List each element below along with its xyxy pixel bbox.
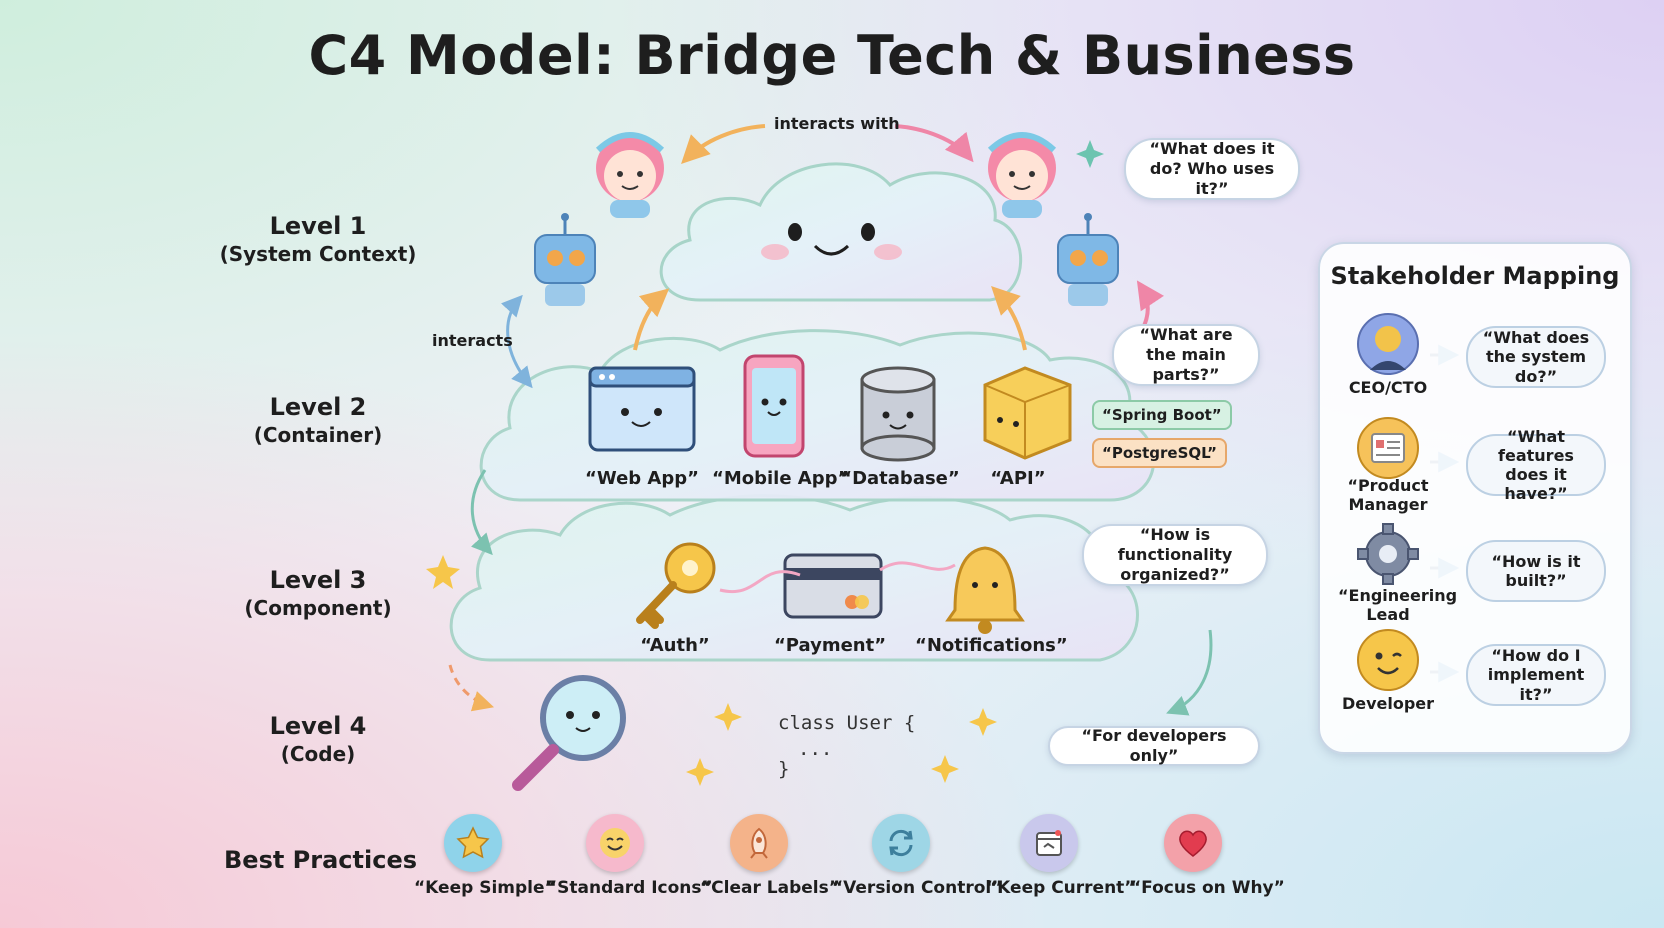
mobile-app-icon: [743, 354, 805, 458]
heart-icon: [1164, 814, 1222, 872]
question-bubble-l1: “What does it do? Who uses it?”: [1124, 138, 1300, 200]
stakeholder-panel: Stakeholder Mapping CEO/CTO “What does t…: [1318, 242, 1632, 754]
tech-tag: “Spring Boot”: [1092, 400, 1232, 430]
sparkle-icon: [426, 555, 997, 786]
stakeholder-role: “Product Manager: [1347, 476, 1429, 515]
web-app-icon: [588, 366, 696, 452]
container-caption: “Mobile App”: [712, 468, 850, 489]
component-caption: “Payment”: [773, 635, 887, 656]
person-right-icon: [987, 132, 1057, 218]
practice-keep-simple: [444, 814, 502, 872]
practice-keep-current: [1020, 814, 1078, 872]
level-name: Level 4: [269, 712, 367, 740]
container-caption: “Database”: [840, 468, 960, 489]
smiley-icon: [586, 814, 644, 872]
stakeholder-title: Stakeholder Mapping: [1330, 262, 1620, 290]
level-2-label: Level 2 (Container): [188, 393, 448, 447]
star-icon: [444, 814, 502, 872]
practice-label: “Standard Icons”: [546, 878, 713, 898]
stakeholder-role: “Engineering Lead: [1338, 586, 1458, 625]
level1-cloud: [659, 162, 1023, 302]
robot-right-icon: [1057, 213, 1119, 306]
question-bubble-l4: “For developers only”: [1048, 726, 1260, 766]
level-1-label: Level 1 (System Context): [188, 212, 448, 266]
stakeholder-role: Developer: [1341, 694, 1435, 713]
person-left-icon: [595, 132, 665, 218]
question-bubble-l3: “How is functionality organized?”: [1082, 524, 1268, 586]
stakeholder-question: “What does the system do?”: [1466, 326, 1606, 388]
level-name: Level 1: [269, 212, 367, 240]
container-caption: “Web App”: [585, 468, 699, 489]
credit-card-icon: [783, 553, 883, 619]
practice-version-control: [872, 814, 930, 872]
code-line-2: ...: [798, 738, 833, 760]
key-icon: [636, 542, 716, 629]
smiley-icon: [1357, 629, 1419, 691]
calendar-icon: [1020, 814, 1078, 872]
practice-label: “Keep Current”: [986, 878, 1136, 898]
level-sub: (Code): [280, 742, 356, 766]
interacts-label: interacts: [432, 331, 513, 350]
document-icon: [1357, 417, 1419, 479]
level-name: Level 2: [269, 393, 367, 421]
robot-left-icon: [534, 213, 596, 306]
page-title: C4 Model: Bridge Tech & Business: [308, 24, 1356, 87]
code-line-3: }: [778, 758, 790, 780]
practice-label: “Clear Labels”: [700, 878, 840, 898]
level-4-label: Level 4 (Code): [188, 712, 448, 766]
practice-clear-labels: [730, 814, 788, 872]
practice-focus-on-why: [1164, 814, 1222, 872]
bell-icon: [945, 546, 1025, 634]
practice-standard-icons: [586, 814, 644, 872]
level-sub: (Container): [253, 423, 383, 447]
interacts-with-label: interacts with: [774, 114, 900, 133]
level-3-label: Level 3 (Component): [188, 566, 448, 620]
component-caption: “Notifications”: [915, 635, 1068, 656]
tech-tag: “PostgreSQL”: [1092, 438, 1227, 468]
practice-label: “Focus on Why”: [1130, 878, 1285, 898]
api-cube-icon: [983, 366, 1072, 460]
gear-icon: [1357, 523, 1419, 585]
magnifier-icon: [512, 675, 626, 791]
refresh-icon: [872, 814, 930, 872]
container-caption: “API”: [990, 468, 1046, 489]
stakeholder-question: “How do I implement it?”: [1466, 644, 1606, 706]
level-sub: (System Context): [219, 242, 417, 266]
question-bubble-l2: “What are the main parts?”: [1112, 324, 1260, 386]
level-name: Level 3: [269, 566, 367, 594]
rocket-icon: [730, 814, 788, 872]
database-icon: [860, 366, 936, 462]
component-caption: “Auth”: [640, 635, 710, 656]
ceo-avatar-icon: [1357, 313, 1419, 375]
stakeholder-question: “How is it built?”: [1466, 540, 1606, 602]
stakeholder-question: “What features does it have?”: [1466, 427, 1606, 503]
code-line-1: class User {: [778, 712, 916, 734]
stakeholder-role: CEO/CTO: [1348, 378, 1428, 397]
practice-label: “Version Control”: [832, 878, 1003, 898]
level-sub: (Component): [244, 596, 392, 620]
practice-label: “Keep Simple”: [414, 878, 556, 898]
best-practices-title: Best Practices: [224, 846, 418, 874]
